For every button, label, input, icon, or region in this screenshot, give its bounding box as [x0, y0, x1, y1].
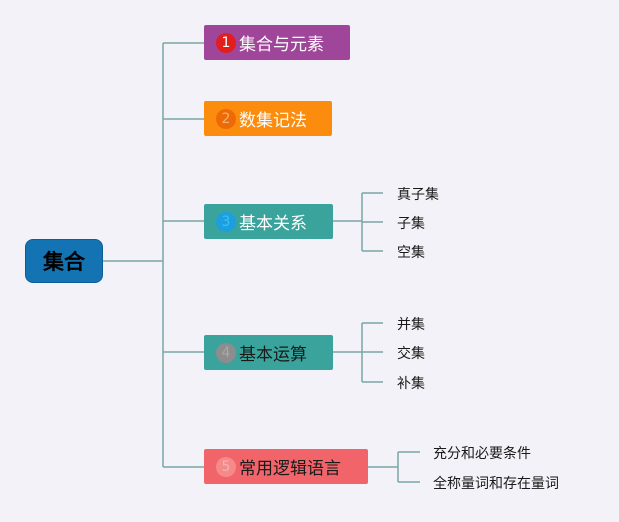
leaf-3-3[interactable]: 空集: [397, 245, 425, 261]
branch-number-badge-4: 4: [216, 342, 236, 363]
root-node[interactable]: 集合: [25, 239, 103, 283]
branch-number-badge-2: 2: [216, 108, 236, 129]
leaf-3-1[interactable]: 真子集: [397, 187, 439, 203]
branch-label-2: 数集记法: [239, 111, 307, 131]
branch-number-badge-5: 5: [216, 456, 236, 477]
branch-node-1[interactable]: 1 集合与元素: [204, 25, 350, 60]
branch-node-2[interactable]: 2 数集记法: [204, 101, 332, 136]
leaf-4-2[interactable]: 交集: [397, 346, 425, 362]
branch-number-badge-3: 3: [216, 211, 236, 232]
branch-label-5: 常用逻辑语言: [239, 459, 341, 479]
branch-label-1: 集合与元素: [239, 35, 324, 55]
leaf-4-1[interactable]: 并集: [397, 317, 425, 333]
leaf-3-2[interactable]: 子集: [397, 216, 425, 232]
leaf-4-3[interactable]: 补集: [397, 376, 425, 392]
branch-label-3: 基本关系: [239, 214, 307, 234]
branch-node-5[interactable]: 5 常用逻辑语言: [204, 449, 368, 484]
root-node-label: 集合: [43, 250, 85, 274]
branch-number-badge-1: 1: [216, 32, 236, 53]
branch-label-4: 基本运算: [239, 345, 307, 365]
branch-node-3[interactable]: 3 基本关系: [204, 204, 333, 239]
leaf-5-1[interactable]: 充分和必要条件: [433, 446, 531, 462]
leaf-5-2[interactable]: 全称量词和存在量词: [433, 476, 559, 492]
branch-node-4[interactable]: 4 基本运算: [204, 335, 333, 370]
